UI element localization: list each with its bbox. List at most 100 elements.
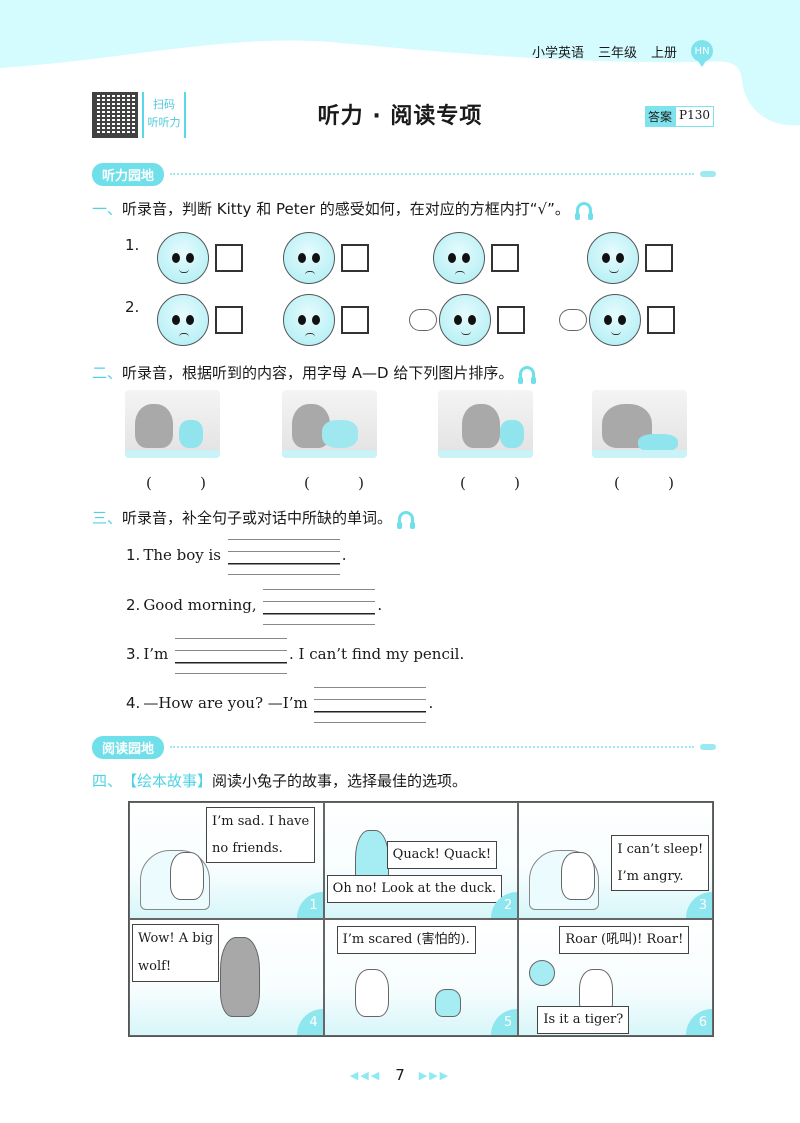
question-4-heading: 四、 【绘本故事】 阅读小兔子的故事，选择最佳的选项。	[92, 772, 468, 790]
headphones-icon[interactable]	[574, 201, 593, 220]
four-line-writing-blank[interactable]	[175, 638, 288, 674]
prev-arrows-icon: ◀◀◀	[349, 1068, 382, 1082]
next-arrows-icon: ▶▶▶	[418, 1068, 451, 1082]
scared-face-icon	[157, 232, 209, 284]
answer-blank[interactable]: ()	[460, 474, 520, 492]
face-option	[409, 294, 525, 346]
answer-page: P130	[675, 106, 714, 127]
check-box[interactable]	[491, 244, 519, 272]
fill-item-1: 1. The boy is .	[126, 537, 347, 575]
dotted-divider	[170, 746, 694, 748]
face-option	[559, 294, 675, 346]
book-info: 小学英语 三年级 上册 HN	[532, 40, 714, 67]
face-option	[283, 294, 369, 346]
question-2-instruction: 听录音，根据听到的内容，用字母 A—D 给下列图片排序。	[122, 364, 514, 382]
face-option	[433, 232, 519, 284]
tired-face-icon	[283, 232, 335, 284]
four-line-writing-blank[interactable]	[227, 539, 340, 575]
sad-face-icon	[433, 232, 485, 284]
volume-label: 上册	[651, 45, 678, 61]
header-wave-decoration	[0, 0, 800, 126]
wolf-illustration	[220, 937, 260, 1017]
check-box[interactable]	[645, 244, 673, 272]
rabbit-illustration	[354, 969, 389, 1017]
answer-blank[interactable]: ()	[146, 474, 206, 492]
grade-label: 三年级	[598, 45, 638, 61]
picture-bear-with-rabbit-night	[125, 390, 220, 458]
tired-face-icon	[283, 294, 335, 346]
divider-cap	[700, 171, 716, 177]
speech-bubble: Oh no! Look at the duck.	[326, 875, 503, 903]
section-listening: 听力园地	[92, 162, 716, 186]
speech-bubble: Roar (吼叫)! Roar!	[559, 926, 690, 954]
plant-illustration	[434, 989, 461, 1017]
panel-number: 1	[296, 892, 323, 918]
divider-cap	[700, 744, 716, 750]
ordering-pictures: () () () ()	[120, 390, 700, 492]
speech-bubble: I can’t sleep!I’m angry.	[611, 835, 710, 891]
section-reading-label: 阅读园地	[92, 735, 165, 759]
question-1-heading: 一、 听录音，判断 Kitty 和 Peter 的感受如何，在对应的方框内打“√…	[92, 198, 593, 220]
question-3-instruction: 听录音，补全句子或对话中所缺的单词。	[122, 509, 393, 527]
answer-blank[interactable]: ()	[614, 474, 674, 492]
speech-bubble: I’m scared (害怕的).	[336, 926, 476, 954]
headphones-icon[interactable]	[518, 365, 537, 384]
section-listening-label: 听力园地	[92, 162, 165, 186]
angry-face-icon	[157, 294, 209, 346]
answer-blank[interactable]: ()	[304, 474, 364, 492]
headphones-icon[interactable]	[397, 510, 416, 529]
answer-label: 答案	[645, 106, 676, 127]
face-row-1: 1.	[125, 232, 685, 292]
rabbit-illustration	[170, 852, 204, 900]
water-glass-thought-icon	[559, 309, 587, 331]
comic-panel-6: Roar (吼叫)! Roar! Is it a tiger? 6	[518, 919, 713, 1036]
tiger-thought-icon	[529, 960, 556, 986]
page-title: 听力 · 阅读专项	[317, 104, 483, 129]
fill-item-3: 3. I’m . I can’t find my pencil.	[126, 636, 464, 674]
face-option	[283, 232, 369, 284]
speech-bubble: Is it a tiger?	[537, 1006, 630, 1034]
check-box[interactable]	[341, 244, 369, 272]
fill-item-4: 4. —How are you? —I’m .	[126, 685, 433, 723]
check-box[interactable]	[215, 306, 243, 334]
scan-to-listen-tag: 扫码 听听力	[142, 92, 186, 138]
rabbit-illustration	[561, 852, 596, 900]
check-box[interactable]	[647, 306, 675, 334]
check-box[interactable]	[497, 306, 525, 334]
comic-panel-3: I can’t sleep!I’m angry. 3	[518, 802, 713, 919]
happy-face-icon	[587, 232, 639, 284]
qr-code[interactable]	[92, 92, 138, 138]
picture-bear-and-wolf-forest	[282, 390, 377, 458]
region-pin-icon: HN	[691, 40, 714, 67]
face-option	[157, 294, 243, 346]
page-number: 7	[395, 1066, 405, 1084]
speech-bubble: Quack! Quack!	[386, 841, 498, 869]
panel-number: 6	[686, 1009, 712, 1035]
panel-number: 3	[686, 892, 712, 918]
picture-bear-sitting-night	[438, 390, 533, 458]
page-footer: ◀◀◀ 7 ▶▶▶	[0, 1066, 800, 1084]
face-row-2: 2.	[125, 294, 685, 354]
panel-number: 4	[296, 1009, 323, 1035]
section-reading: 阅读园地	[92, 735, 716, 759]
fill-item-2: 2. Good morning, .	[126, 587, 382, 625]
picture-bear-resting-animals	[592, 390, 687, 458]
check-box[interactable]	[215, 244, 243, 272]
question-4-instruction: 阅读小兔子的故事，选择最佳的选项。	[212, 772, 468, 790]
subject-label: 小学英语	[532, 45, 585, 61]
four-line-writing-blank[interactable]	[263, 589, 376, 625]
answer-reference: 答案 P130	[645, 106, 714, 127]
question-1-instruction: 听录音，判断 Kitty 和 Peter 的感受如何，在对应的方框内打“√”。	[122, 200, 570, 218]
panel-number: 5	[491, 1009, 518, 1035]
question-2-heading: 二、 听录音，根据听到的内容，用字母 A—D 给下列图片排序。	[92, 362, 537, 384]
comic-panel-2: Quack! Quack! Oh no! Look at the duck. 2	[323, 802, 519, 919]
hungry-face-icon	[439, 294, 491, 346]
four-line-writing-blank[interactable]	[314, 687, 427, 723]
check-box[interactable]	[341, 306, 369, 334]
comic-panel-5: I’m scared (害怕的). 5	[323, 919, 519, 1036]
